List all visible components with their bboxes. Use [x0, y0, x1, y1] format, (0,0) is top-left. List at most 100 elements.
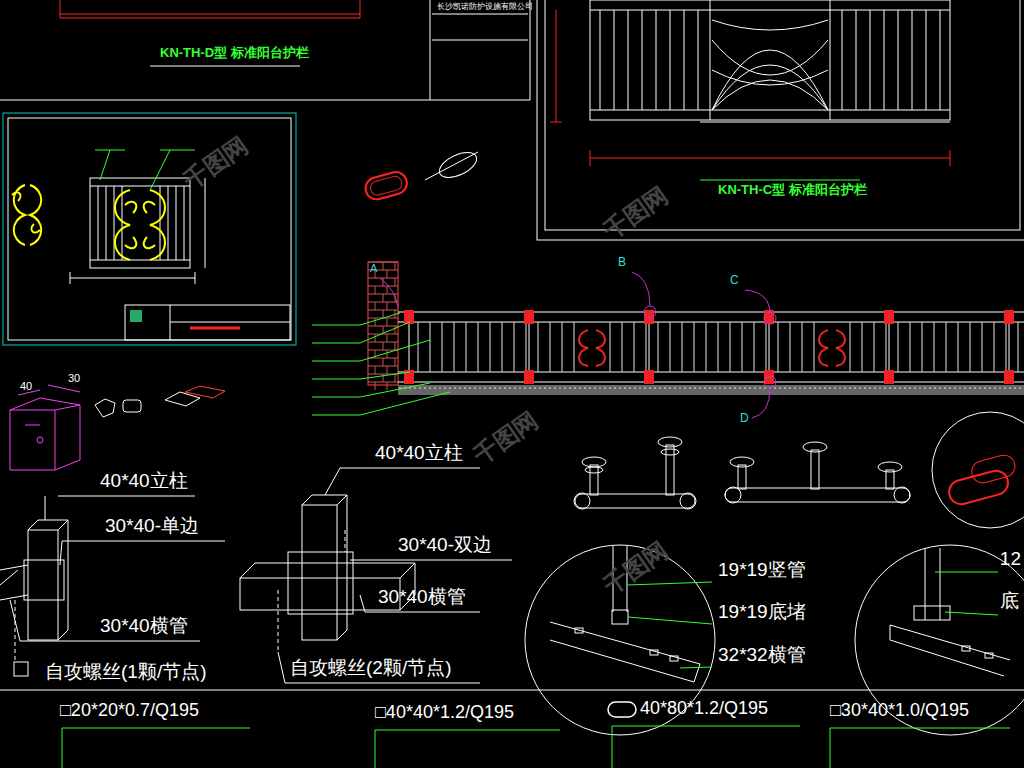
- railing-bar: [870, 10, 871, 110]
- company-name: 长沙凯诺防护设施有限公司: [437, 3, 533, 12]
- railing-bar: [874, 322, 875, 372]
- gravel-dot: [824, 387, 826, 389]
- railing-bar: [1006, 322, 1007, 372]
- railing-bar: [694, 322, 695, 372]
- gravel-dot: [464, 387, 466, 389]
- brick-joint: [387, 382, 388, 390]
- railing-bar: [682, 322, 683, 372]
- brick-column: [368, 262, 398, 390]
- watermark: 千图网: [469, 407, 543, 470]
- gravel-dot: [829, 387, 831, 389]
- gravel-dot: [559, 387, 561, 389]
- railing-bar: [940, 10, 941, 110]
- gravel-dot: [809, 387, 811, 389]
- gravel-dot: [504, 387, 506, 389]
- gravel-dot: [674, 387, 676, 389]
- railing-bar: [430, 322, 431, 372]
- brick-joint: [387, 334, 388, 342]
- gravel-dot: [509, 387, 511, 389]
- railing-bar: [514, 322, 515, 372]
- railing-bar: [418, 322, 419, 372]
- railing-bar: [802, 322, 803, 372]
- gravel-dot: [454, 387, 456, 389]
- gravel-dot: [874, 387, 876, 389]
- brick-joint: [375, 382, 376, 390]
- part-label: 30*40-单边: [105, 516, 199, 537]
- brick-joint: [387, 318, 388, 326]
- ornament: [579, 330, 845, 366]
- brick-joint: [383, 278, 384, 286]
- railing-bar: [778, 322, 779, 372]
- bracket-part: [10, 385, 80, 470]
- dimension-line: [60, 0, 360, 18]
- railing-bar: [106, 186, 107, 260]
- gravel-dot: [944, 387, 946, 389]
- gravel-dot: [869, 387, 871, 389]
- gravel-dot: [604, 387, 606, 389]
- post: [529, 324, 530, 370]
- railing-bar: [610, 322, 611, 372]
- gravel-dot: [449, 387, 451, 389]
- gravel-dot: [589, 387, 591, 389]
- railing-bar: [634, 322, 635, 372]
- gravel-dot: [844, 387, 846, 389]
- brick-joint: [383, 294, 384, 302]
- gravel-dot: [439, 387, 441, 389]
- gravel-dot: [469, 387, 471, 389]
- gravel-dot: [1004, 387, 1006, 389]
- section-spec: □20*20*0.7/Q195: [60, 701, 199, 721]
- gravel-dot: [629, 387, 631, 389]
- gravel-dot: [569, 387, 571, 389]
- gravel-dot: [899, 387, 901, 389]
- gravel-dot: [909, 387, 911, 389]
- post-joint: [524, 370, 534, 384]
- gravel-dot: [579, 387, 581, 389]
- brick-joint: [395, 262, 396, 270]
- gravel-dot: [614, 387, 616, 389]
- railing-bar: [730, 322, 731, 372]
- gravel-base: [399, 387, 1021, 389]
- part-label: 30*40横管: [378, 587, 466, 608]
- gravel-dot: [534, 387, 536, 389]
- gravel-dot: [744, 387, 746, 389]
- railing-bar: [982, 322, 983, 372]
- gravel-dot: [894, 387, 896, 389]
- gravel-dot: [759, 387, 761, 389]
- railing-bar: [850, 322, 851, 372]
- brick-joint: [375, 286, 376, 294]
- part-label: 自攻螺丝(2颗/节点): [290, 658, 452, 679]
- gravel-dot: [789, 387, 791, 389]
- part-label: 19*19竖管: [718, 560, 806, 581]
- post-joint: [1004, 310, 1014, 324]
- railing-bar: [994, 322, 995, 372]
- detail-leaders: [627, 572, 998, 668]
- post: [769, 324, 770, 370]
- gravel-dot: [719, 387, 721, 389]
- gravel-dot: [694, 387, 696, 389]
- railing-bar: [176, 186, 177, 260]
- gravel-dot: [979, 387, 981, 389]
- watermark: 千图网: [179, 132, 253, 195]
- dimension-text: 40: [20, 380, 32, 392]
- gravel-dot: [919, 387, 921, 389]
- dimension-line: [60, 14, 360, 15]
- brick-joint: [375, 302, 376, 310]
- gravel-dot: [434, 387, 436, 389]
- railing-bar: [622, 322, 623, 372]
- gravel-dot: [709, 387, 711, 389]
- oval-section-symbol: [608, 702, 636, 717]
- gravel-dot: [704, 387, 706, 389]
- brick-joint: [387, 366, 388, 374]
- brick-joint: [368, 302, 398, 303]
- railing-bar: [856, 10, 857, 110]
- gravel-dot: [774, 387, 776, 389]
- gravel-dot: [724, 387, 726, 389]
- gravel-dot: [959, 387, 961, 389]
- post-joint: [1004, 370, 1014, 384]
- gravel-dot: [639, 387, 641, 389]
- railing-bar: [766, 322, 767, 372]
- gravel-dot: [519, 387, 521, 389]
- top-left-frame: [0, 0, 530, 100]
- gravel-dot: [999, 387, 1001, 389]
